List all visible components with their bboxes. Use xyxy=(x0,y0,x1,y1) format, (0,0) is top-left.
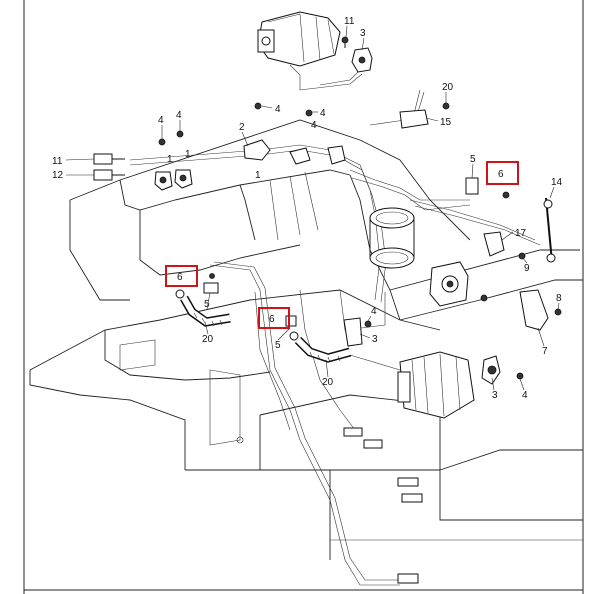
rod-14 xyxy=(543,197,556,263)
highlight-6-center: 6 xyxy=(258,307,290,329)
label-4: 4 xyxy=(522,390,528,401)
pulley-3-lower xyxy=(481,355,524,385)
label-5: 5 xyxy=(275,340,281,351)
machine-arm xyxy=(29,119,583,560)
cord-clip-2 xyxy=(174,169,193,189)
encoder-box xyxy=(429,261,488,307)
label-15: 15 xyxy=(440,117,452,128)
lower-motor xyxy=(397,351,475,419)
top-clamp xyxy=(351,47,373,73)
label-3: 3 xyxy=(372,334,378,345)
label-20: 20 xyxy=(322,377,334,388)
label-1: 1 xyxy=(185,149,191,160)
cord-clip-1 xyxy=(154,171,173,191)
label-9: 9 xyxy=(524,263,530,274)
label-4: 4 xyxy=(158,115,164,126)
label-4: 4 xyxy=(320,108,326,119)
label-14: 14 xyxy=(551,177,563,188)
label-3: 3 xyxy=(492,390,498,401)
label-2: 2 xyxy=(239,122,245,133)
label-4: 4 xyxy=(275,104,281,115)
cable-clamp-3-center xyxy=(343,317,372,347)
leader-lines xyxy=(65,25,560,391)
top-screw xyxy=(341,36,349,48)
label-1: 1 xyxy=(255,170,261,181)
label-1: 1 xyxy=(167,154,173,165)
hose-20-center xyxy=(285,315,352,363)
label-8: 8 xyxy=(556,293,562,304)
wiring-harness xyxy=(129,64,541,586)
label-6: 6 xyxy=(498,169,504,180)
label-7: 7 xyxy=(542,346,548,357)
connector-11 xyxy=(93,153,125,165)
label-17: 20 xyxy=(442,82,454,93)
label-11: 11 xyxy=(52,156,63,167)
label-3: 3 xyxy=(360,28,366,39)
plug-connectors xyxy=(343,427,423,584)
hose-20-left xyxy=(175,273,231,327)
label-12: 12 xyxy=(52,170,64,181)
label-4: 4 xyxy=(176,110,182,121)
label-4: 11 xyxy=(344,16,355,27)
bracket-7 xyxy=(519,289,562,331)
label-6: 6 xyxy=(177,272,183,283)
label-5: 5 xyxy=(470,154,476,165)
label-6: 6 xyxy=(269,314,275,325)
label-20: 20 xyxy=(202,334,214,345)
connector-12 xyxy=(93,169,125,181)
highlight-6-upper-right: 6 xyxy=(486,161,519,185)
highlight-6-left: 6 xyxy=(165,265,198,287)
label-16: 17 xyxy=(515,228,527,239)
label-4: 4 xyxy=(311,120,317,131)
page-frame xyxy=(23,0,584,594)
cable-clamp-15 xyxy=(399,102,450,129)
bracket-2 xyxy=(243,139,346,165)
label-4: 4 xyxy=(371,306,377,317)
callout-labels: 11 3 20 15 4 4 4 4 2 4 1 1 1 11 12 5 14 … xyxy=(52,16,563,401)
cable-clamp-16 xyxy=(483,231,526,260)
sensor-5-right xyxy=(465,177,510,199)
wire-coils xyxy=(369,207,415,269)
upper-motor xyxy=(257,11,341,67)
label-5: 5 xyxy=(204,299,210,310)
